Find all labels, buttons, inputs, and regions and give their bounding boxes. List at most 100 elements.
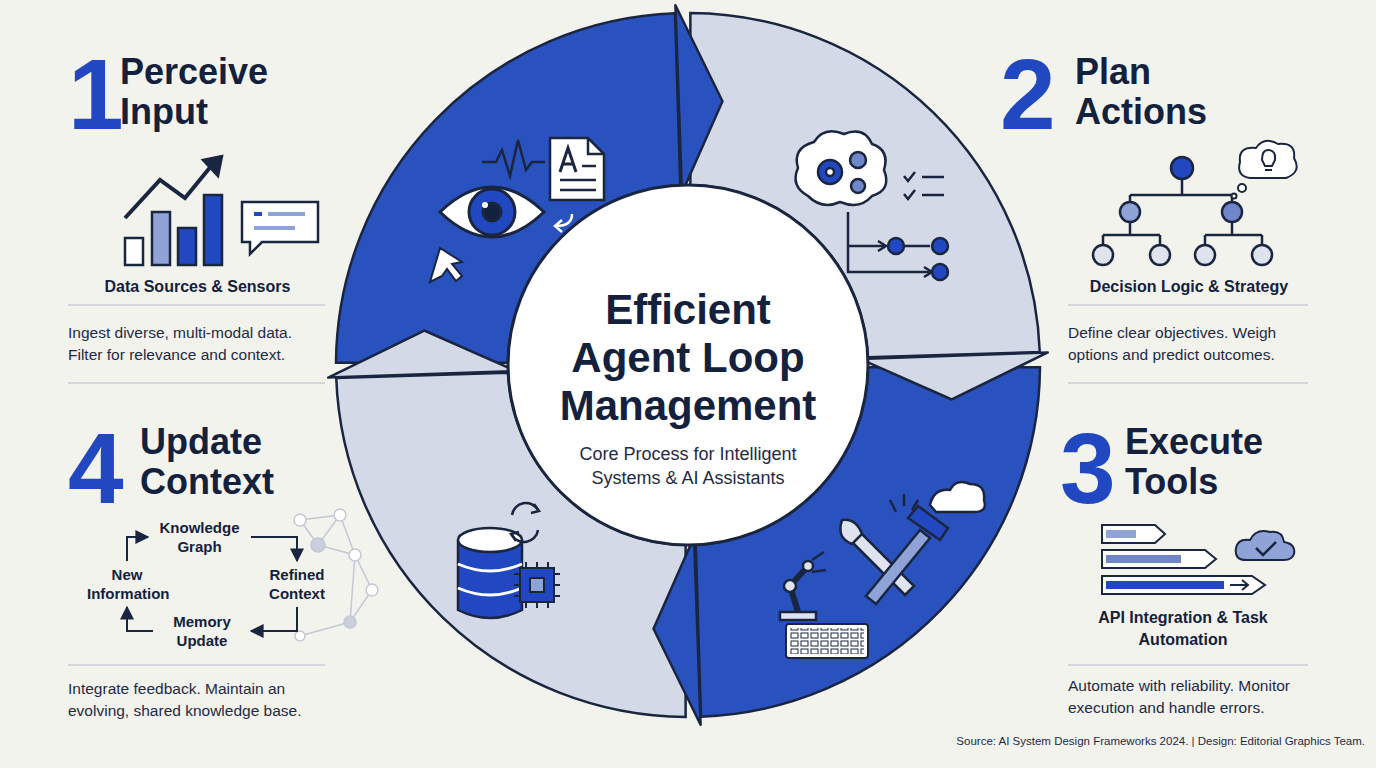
document-icon [588,138,604,154]
chat-bubble-icon [268,212,305,216]
context-label: Refined Context [257,565,337,603]
flow-icon [848,212,948,280]
step-number: 1 [68,44,128,144]
step-description: Ingest diverse, multi-modal data. Filter… [68,322,330,366]
thought-bulb-icon [1239,141,1297,178]
step-description: Define clear objectives. Weigh options a… [1068,322,1310,366]
document-icon [582,165,596,168]
database-icon [458,528,522,618]
ring-arrowhead [328,331,516,378]
knowledge-network [295,631,305,641]
step-number: 4 [68,418,138,518]
divider-line [68,304,325,306]
document-icon [560,148,576,172]
robot-arm-icon [780,552,826,620]
tools-icon [840,482,985,604]
context-label: Memory Update [157,612,247,650]
context-item: Refined Context [257,565,337,603]
step-panel: 4Update ContextIntegrate feedback. Maint… [62,410,352,730]
document-icon [560,189,596,192]
robot-arm-icon [784,580,796,592]
chip-icon [514,562,560,608]
context-item: Memory Update [157,612,247,650]
eye-icon [482,202,488,208]
cursor-icon [430,248,462,282]
brain-gears-icon [796,131,887,205]
brain-gears-icon [818,160,842,184]
document-icon [550,138,604,200]
checklist-icon [904,172,944,199]
keyboard-icon [786,624,868,658]
illustration [430,131,985,658]
database-icon [458,528,522,552]
diagram-title: Efficient Agent Loop Management [548,286,828,430]
checklist-icon [904,172,944,199]
decision-tree-icon [1222,202,1242,222]
context-item: Knowledge Graph [152,518,247,556]
refresh-icon [512,503,538,542]
progress-bars-icon [1230,580,1248,590]
cloud-check-icon [1236,531,1295,560]
ring-arrowhead [654,537,701,725]
chat-bubble-icon [254,226,295,230]
tools-icon [890,494,918,512]
brain-gears-icon [826,168,834,176]
chip-icon [520,568,554,602]
progress-bars-icon [1106,530,1136,538]
tools-icon [930,482,985,512]
bar-chart-icon [203,156,222,176]
ring-arrowhead [675,5,722,193]
step-heading: Perceive Input [120,52,340,132]
decision-tree-icon [1252,245,1272,265]
robot-arm-icon [803,561,813,571]
thought-bulb-icon [1232,141,1297,199]
step-description: Integrate feedback. Maintain an evolving… [68,678,330,722]
bar-chart-icon [204,195,222,265]
progress-bars-icon [1106,581,1224,589]
brain-gears-icon [851,179,865,193]
brain-gears-icon [850,152,866,168]
flow-icon [848,212,930,272]
bar-chart-icon [125,156,222,265]
cycle-arrow [251,537,297,561]
subtitle: Core Process for Intelligent Systems & A… [553,442,823,490]
context-label: Knowledge Graph [152,518,247,556]
cycle-arrow [127,537,148,561]
keyboard-icon [786,624,868,658]
divider-line [68,382,325,384]
progress-bars-icon [1106,555,1181,563]
step-number: 3 [1060,418,1130,518]
thought-bulb-icon [1262,150,1275,166]
decision-tree-icon [1171,157,1193,179]
cloud-check-icon [1236,531,1295,560]
chat-bubble-icon [254,212,262,216]
document-icon [560,179,596,182]
step-number: 2 [1000,44,1070,144]
cloud-check-icon [1256,542,1276,555]
bar-chart-icon [125,238,143,265]
chip-icon [530,578,544,592]
thought-bulb-icon [1265,169,1272,171]
decision-tree-icon [1195,245,1215,265]
eye-icon [440,187,544,237]
document-icon [550,138,604,232]
thought-bulb-icon [1238,184,1246,192]
center-circle [508,185,868,545]
knowledge-network [344,616,356,628]
bar-chart-icon [125,165,212,218]
thought-bulb-icon [1232,194,1237,199]
step-panel: 2Plan ActionsDecision Logic & StrategyDe… [1000,40,1312,380]
divider-line [1068,664,1308,666]
step-heading: Update Context [140,422,340,502]
step-description: Automate with reliability. Monitor execu… [1068,675,1313,719]
knowledge-network [311,538,325,552]
chat-bubble-icon [242,202,318,254]
refresh-icon [511,503,539,542]
brain-gears-icon [796,131,887,205]
eye-icon [483,203,501,221]
knowledge-network [366,584,378,596]
step-panel: 1Perceive InputData Sources & SensorsIng… [60,40,330,380]
robot-arm-icon [812,552,826,572]
